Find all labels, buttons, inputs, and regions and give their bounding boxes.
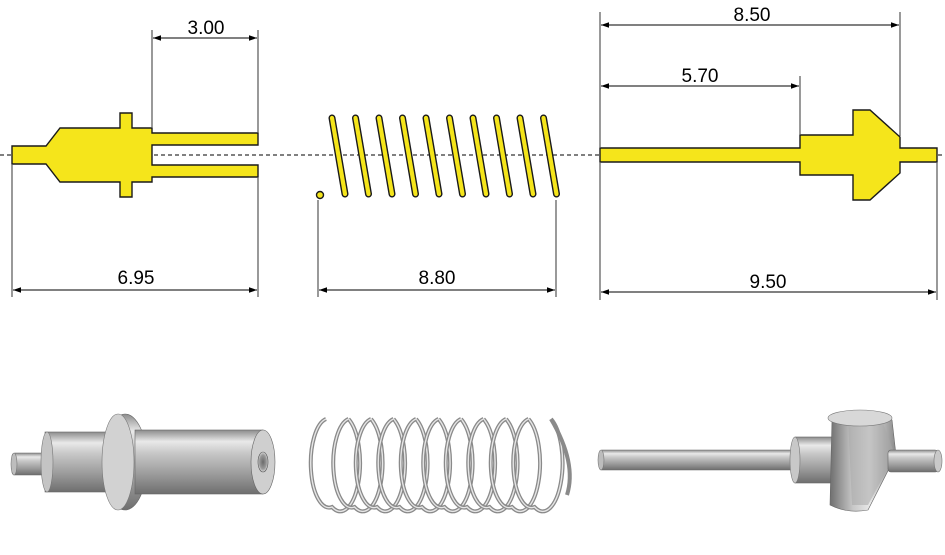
spring-3d-loop-highlight (467, 418, 519, 513)
spring-coil (422, 114, 443, 198)
socket-3d-render (10, 413, 276, 511)
spring-3d-loop-highlight (445, 418, 496, 513)
plunger-tip-label: 8.50 (734, 5, 771, 26)
spring-coil (328, 114, 349, 198)
spring-3d-render (308, 417, 572, 514)
spring-coil (540, 114, 560, 198)
spring-3d-loop-highlight (310, 418, 361, 513)
plunger-tip-dimension: 8.50 (599, 5, 901, 147)
spring-coil (399, 114, 419, 198)
spring-coil (446, 114, 466, 198)
socket-length-label: 6.95 (118, 268, 155, 289)
spring-coil (352, 114, 372, 198)
spring-length-dimension: 8.80 (317, 200, 557, 297)
plunger-3d-render (597, 409, 943, 512)
spring-coil (493, 114, 513, 198)
spring-coil (375, 114, 396, 198)
spring-3d-loop-highlight (332, 418, 384, 513)
spring-3d-loop-highlight (512, 418, 564, 513)
spring-coil (516, 114, 537, 198)
spring-3d-loop-highlight (422, 418, 474, 513)
plunger-length-dimension: 9.50 (599, 163, 938, 300)
plunger-profile (599, 109, 938, 201)
plunger-shoulder-dimension: 5.70 (601, 66, 801, 134)
spring-3d-loop-highlight (400, 418, 451, 513)
socket-profile (11, 112, 259, 198)
spring-length-label: 8.80 (419, 268, 456, 289)
socket-length-dimension: 6.95 (11, 165, 259, 297)
spring-3d-loop-highlight (355, 418, 406, 513)
spring-3d-loop-highlight (377, 418, 429, 513)
plunger-shoulder-label: 5.70 (682, 66, 719, 87)
spring-3d-tail (549, 417, 572, 496)
socket-slot-dimension: 3.00 (151, 18, 259, 132)
spring-3d-loop-highlight (490, 418, 541, 513)
spring-profile (315, 114, 560, 200)
plunger-length-label: 9.50 (750, 272, 787, 293)
spring-coil (469, 114, 490, 198)
socket-slot-label: 3.00 (188, 18, 225, 39)
